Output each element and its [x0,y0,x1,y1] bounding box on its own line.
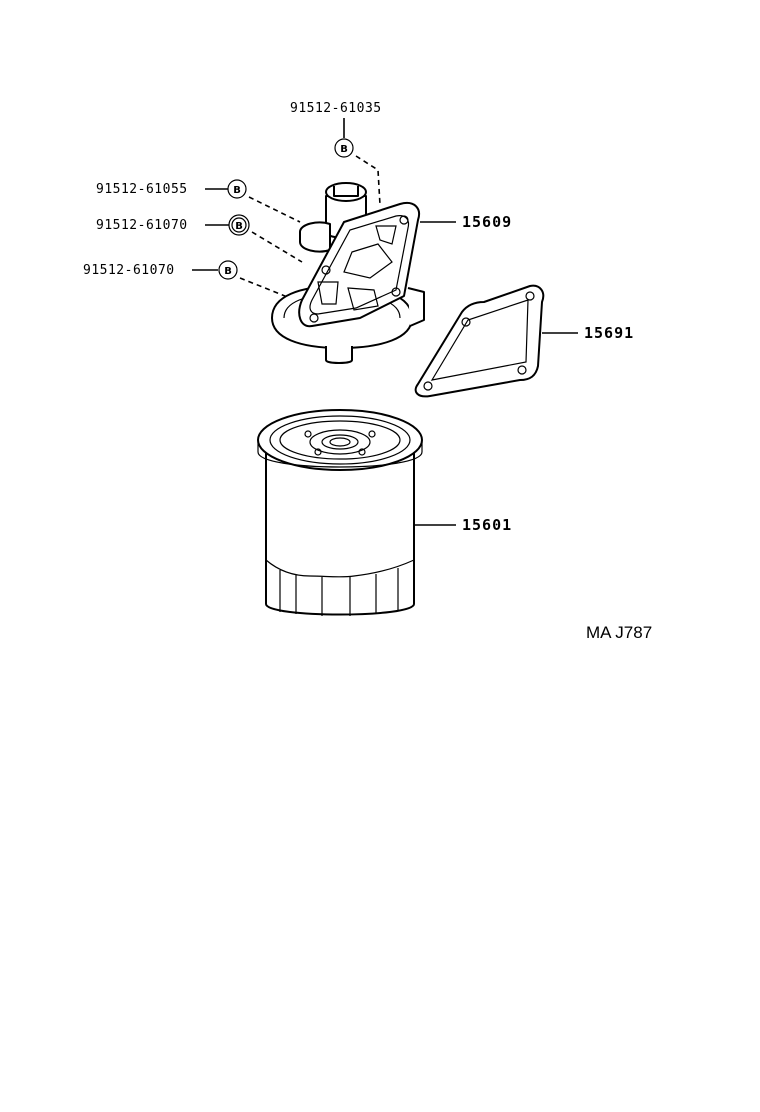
part-label-filter: 15601 [462,516,512,534]
diagram-code: MA J787 [586,623,652,642]
bolt-badge-icon: B [227,179,247,199]
dashed-leader [251,231,303,263]
part-label-bolt-top: 91512-61035 [290,101,382,116]
oil-filter-drawing [257,409,423,616]
filter-bracket-drawing [271,182,425,364]
bolt-badge-icon: B [218,260,238,280]
part-label-gasket: 15691 [584,324,634,342]
badge-letter: B [233,185,241,196]
gasket-drawing [414,284,545,398]
badge-letter: B [235,221,243,232]
dashed-leader [239,277,291,299]
bolt-badge-icon: B [228,214,250,236]
part-label-bolt-1: 91512-61055 [96,182,188,197]
dashed-leader [248,196,301,223]
badge-letter: B [340,144,348,155]
bolt-badge-icon: B [334,138,354,158]
dashed-leader [355,155,381,206]
part-label-bracket: 15609 [462,213,512,231]
part-label-bolt-3: 91512-61070 [83,263,175,278]
badge-letter: B [224,266,232,277]
part-label-bolt-2: 91512-61070 [96,218,188,233]
